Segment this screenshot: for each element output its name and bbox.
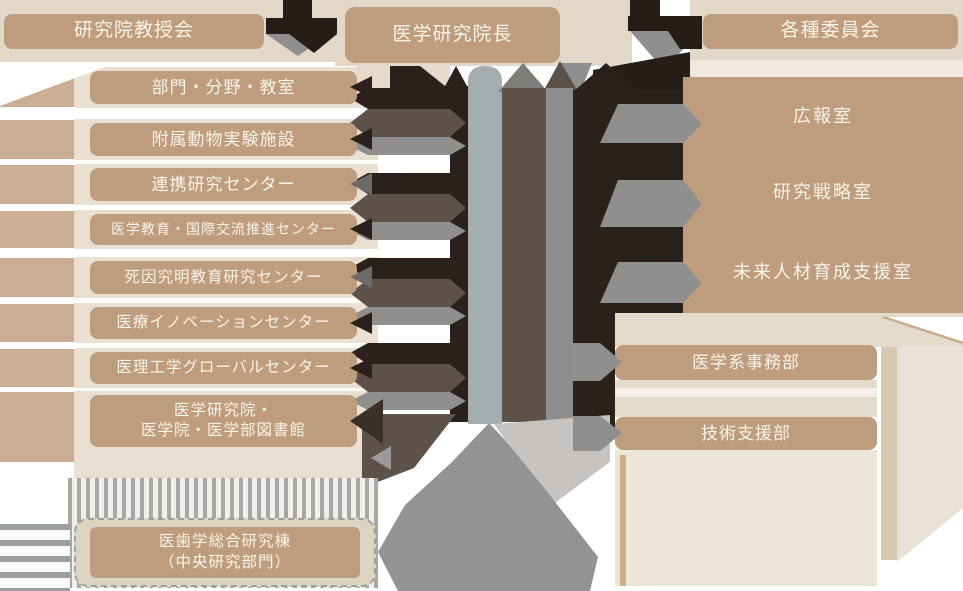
node-technical-support-dept: 技術支援部 (615, 417, 877, 450)
building-outline: 医歯学総合研究棟 （中央研究部門） (74, 518, 376, 587)
node-label: 死因究明教育研究センター (124, 268, 323, 286)
node-medical-innovation-center: 医療イノベーションセンター (90, 307, 357, 339)
node-faculty-council: 研究院教授会 (4, 14, 264, 49)
node-label: 技術支援部 (701, 423, 791, 443)
node-label: 医学研究院長 (392, 23, 513, 45)
node-research-strategy: 研究戦略室 (773, 182, 873, 202)
node-label: 医学研究院・ 医学院・医学部図書館 (140, 402, 306, 439)
node-departments: 部門・分野・教室 (90, 71, 357, 104)
node-label: 部門・分野・教室 (151, 77, 296, 97)
node-animal-facility: 附属動物実験施設 (90, 123, 357, 156)
node-medical-education-center: 医学教育・国際交流推進センター (90, 214, 357, 245)
node-future-hr-support: 未来人材育成支援室 (733, 262, 913, 282)
node-committees: 各種委員会 (703, 14, 958, 49)
node-label: 医学系事務部 (692, 352, 800, 372)
node-label: 研究院教授会 (73, 20, 194, 42)
node-label: 医理工学グローバルセンター (116, 359, 331, 377)
node-public-relations: 広報室 (793, 106, 853, 126)
node-research-building: 医歯学総合研究棟 （中央研究部門） (90, 527, 360, 578)
right-office-panel: 広報室 研究戦略室 未来人材育成支援室 (683, 77, 963, 313)
node-label: 医療イノベーションセンター (116, 314, 331, 332)
node-label: 各種委員会 (780, 20, 881, 42)
node-library: 医学研究院・ 医学院・医学部図書館 (90, 395, 357, 447)
node-label: 附属動物実験施設 (151, 129, 296, 149)
horizontal-stripe-connector (0, 524, 70, 591)
node-dean: 医学研究院長 (345, 7, 560, 63)
node-death-investigation-center: 死因究明教育研究センター (90, 261, 357, 294)
node-med-eng-global-center: 医理工学グローバルセンター (90, 352, 357, 384)
node-label: 医学教育・国際交流推進センター (111, 220, 336, 237)
node-medical-admin-dept: 医学系事務部 (615, 345, 877, 380)
node-collab-research-center: 連携研究センター (90, 168, 357, 201)
node-label: 連携研究センター (151, 174, 296, 194)
